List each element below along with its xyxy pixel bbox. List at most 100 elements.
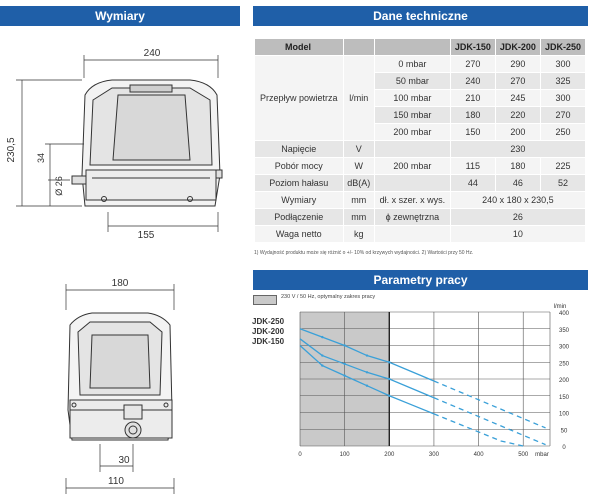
table-cell: 270	[449, 55, 496, 73]
x-tick-label: 400	[474, 452, 485, 458]
side-view-drawing	[71, 79, 223, 207]
series-dashed-jdk-200	[433, 397, 546, 446]
table-cell: 290	[494, 55, 541, 73]
table-cell: 52	[539, 174, 587, 192]
row-label: Podłączenie	[254, 208, 344, 226]
table-cell: 44	[449, 174, 496, 192]
header-jdk150: JDK-150	[449, 38, 496, 56]
table-row: Napięcie V 230	[254, 140, 587, 158]
table-cell: 180	[449, 106, 496, 124]
x-tick-label: 500	[518, 452, 529, 458]
y-tick-label: 0	[562, 445, 566, 451]
table-cell: 245	[494, 89, 541, 107]
series-label-jdk-250: JDK-250	[252, 317, 285, 326]
table-cell: 200 mbar	[373, 157, 451, 175]
row-unit: mm	[342, 208, 375, 226]
table-row: Przepływ powietrza l/min 0 mbar 270 290 …	[254, 55, 587, 141]
y-tick-label: 400	[559, 311, 570, 317]
x-tick-label: mbar	[535, 452, 549, 458]
table-cell: 0 mbar	[373, 55, 451, 73]
table-cell: 220	[494, 106, 541, 124]
table-cell: 200 mbar	[373, 123, 451, 141]
table-cell: 240	[449, 72, 496, 90]
dim-mid: 34	[36, 153, 46, 163]
y-axis-label: l/min	[554, 304, 567, 310]
legend-label: 230 V / 50 Hz, optymalny zakres pracy	[281, 294, 376, 300]
dim-bottom-110: 110	[108, 476, 124, 487]
table-cell: 200	[494, 123, 541, 141]
table-row: 150 mbar 180 220 270	[255, 106, 587, 124]
data-point	[321, 364, 324, 367]
data-point	[388, 377, 391, 381]
data-point	[388, 394, 391, 397]
dim-height: 230,5	[6, 137, 17, 162]
row-unit: dB(A)	[342, 174, 375, 192]
series-dashed-jdk-250	[433, 380, 546, 429]
data-point	[365, 354, 369, 357]
row-unit: mm	[342, 191, 375, 209]
table-cell: 115	[449, 157, 496, 175]
table-row: Waga netto kg 10	[254, 225, 587, 243]
front-view-drawing	[67, 312, 173, 441]
table-row: 200 mbar 150 200 250	[255, 123, 587, 141]
data-point	[343, 344, 346, 347]
flow-unit: l/min	[342, 55, 375, 141]
data-point	[321, 335, 324, 339]
x-tick-label: 0	[298, 452, 302, 458]
legend-swatch	[253, 295, 277, 305]
y-tick-label: 250	[559, 361, 570, 367]
table-cell: 325	[539, 72, 587, 90]
table-cell	[373, 225, 451, 243]
table-cell: 230	[449, 140, 587, 158]
x-tick-label: 200	[384, 452, 395, 458]
table-cell: 150 mbar	[373, 106, 451, 124]
data-point	[388, 361, 391, 364]
y-tick-label: 150	[559, 395, 570, 401]
header-unit	[342, 38, 375, 56]
dim-top-width: 240	[144, 48, 161, 59]
table-cell: 210	[449, 89, 496, 107]
data-point	[365, 371, 369, 374]
table-row: Poziom hałasu dB(A) 44 46 52	[254, 174, 587, 192]
table-row: Pobór mocy W 200 mbar 115 180 225	[254, 157, 587, 175]
table-row: Podłączenie mm ϕ zewnętrzna 26	[254, 208, 587, 226]
row-unit: V	[342, 140, 375, 158]
table-cell: 50 mbar	[373, 72, 451, 90]
table-cell: 300	[539, 89, 587, 107]
y-tick-label: 200	[559, 378, 570, 384]
series-label-jdk-150: JDK-150	[252, 337, 285, 346]
dim-depth: 155	[138, 230, 155, 241]
table-cell: 270	[494, 72, 541, 90]
data-point	[343, 374, 346, 377]
x-tick-label: 300	[429, 452, 440, 458]
table-cell	[373, 140, 451, 158]
header-jdk200: JDK-200	[494, 38, 541, 56]
table-cell: 46	[494, 174, 541, 192]
table-cell: 100 mbar	[373, 89, 451, 107]
table-cell: 150	[449, 123, 496, 141]
table-cell: 180	[494, 157, 541, 175]
data-point	[365, 384, 369, 387]
table-cell: 225	[539, 157, 587, 175]
table-cell	[373, 174, 451, 192]
table-cell: 240 x 180 x 230,5	[449, 191, 587, 209]
y-tick-label: 350	[559, 328, 570, 334]
row-label: Napięcie	[254, 140, 344, 158]
y-tick-label: 100	[559, 412, 570, 418]
y-tick-label: 300	[559, 345, 570, 351]
section-header-params: Parametry pracy	[253, 270, 588, 290]
table-cell: 270	[539, 106, 587, 124]
row-unit: kg	[342, 225, 375, 243]
series-label-jdk-200: JDK-200	[252, 327, 285, 336]
dim-bottom-30: 30	[118, 455, 130, 466]
header-cond	[373, 38, 451, 56]
row-unit: W	[342, 157, 375, 175]
dim-pipe: Ø 26	[54, 176, 64, 196]
table-cell: ϕ zewnętrzna	[373, 208, 451, 226]
y-tick-label: 50	[561, 428, 568, 434]
header-jdk250: JDK-250	[539, 38, 587, 56]
table-row: Wymiary mm dł. x szer. x wys. 240 x 180 …	[254, 191, 587, 209]
table-cell: 250	[539, 123, 587, 141]
table-footnote: 1) Wydajność produktu może się różnić o …	[254, 250, 474, 256]
row-label: Wymiary	[254, 191, 344, 209]
